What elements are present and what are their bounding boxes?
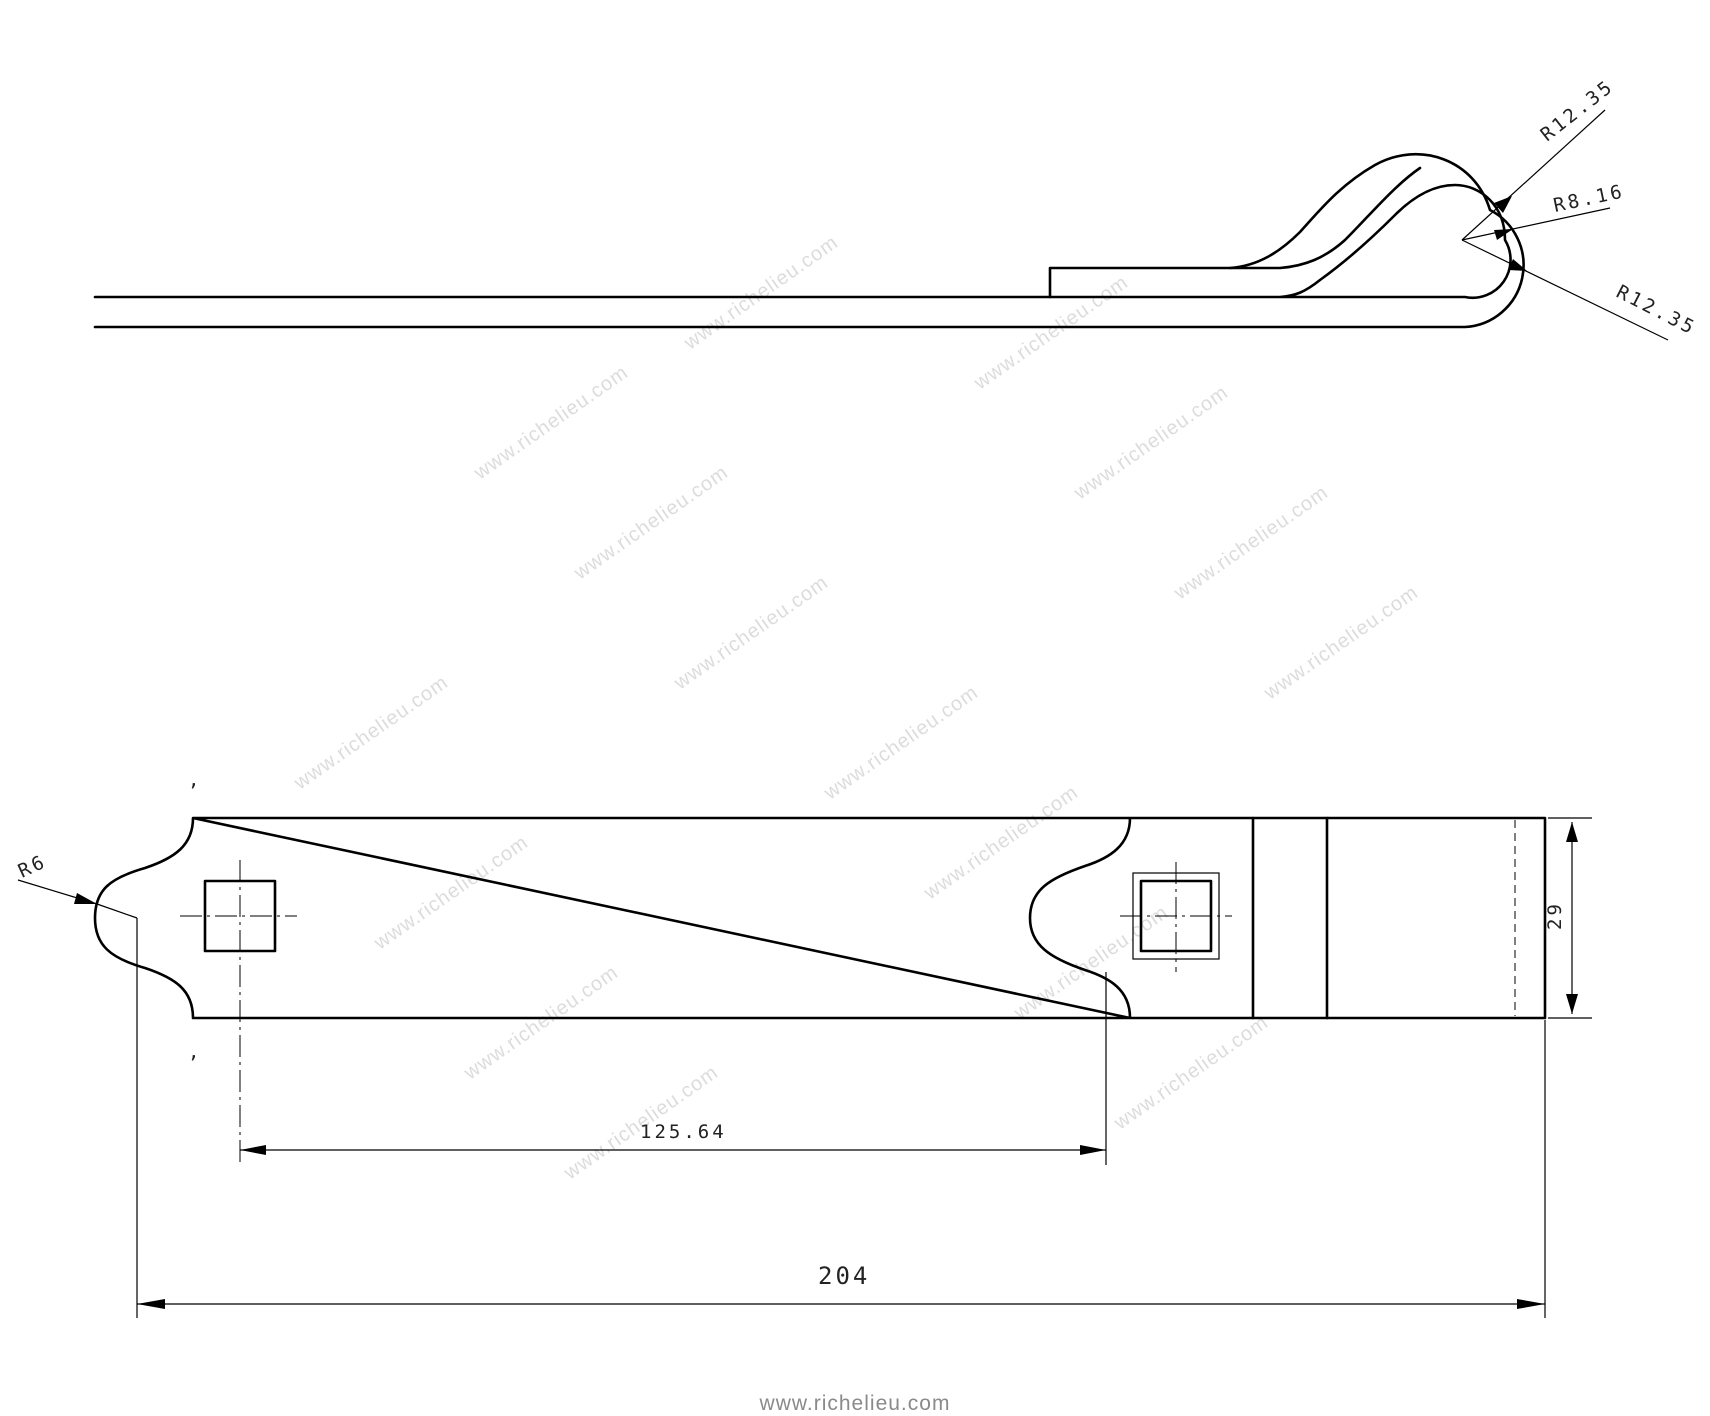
watermark: www.richelieu.com [369,831,532,954]
watermark: www.richelieu.com [469,361,632,484]
arrowhead [137,1299,165,1309]
arrowhead [1508,259,1527,271]
side-view: R12.35 R8.16 R12.35 [93,75,1700,341]
watermark: www.richelieu.com [819,681,982,804]
watermark: www.richelieu.com [1169,481,1332,604]
notch-radius-label: R6 [15,850,50,882]
strap-outer-edge [93,152,1525,329]
radius-leader-outer-top [1461,109,1606,241]
watermark: www.richelieu.com [679,231,842,354]
arrowhead [1494,229,1513,240]
strap-tab [1048,166,1422,299]
watermark: www.richelieu.com [289,671,452,794]
arrowhead [1517,1299,1545,1309]
footer-url: www.richelieu.com [759,1392,951,1415]
overall-length-label: 204 [818,1262,870,1290]
watermark: www.richelieu.com [1009,901,1172,1024]
radius-label-outer-bottom: R12.35 [1613,281,1700,340]
width-dimension-label: 29 [1544,901,1566,930]
watermark: www.richelieu.com [569,461,732,584]
plan-view: R6 , , 29 125.64 204 [15,769,1592,1318]
strap-outline [93,816,1547,1020]
corner-mark: , [188,1041,202,1063]
radius-leader-inner [1461,207,1611,241]
watermark-layer: www.richelieu.com www.richelieu.com www.… [289,231,1422,1184]
strap-inner-edge [93,183,1512,299]
arrowhead [1080,1145,1106,1155]
hole-spacing-label: 125.64 [640,1121,727,1143]
watermark: www.richelieu.com [1069,381,1232,504]
arrowhead [1494,196,1512,213]
radius-leader-outer-bottom [1461,239,1669,341]
corner-mark: , [188,769,202,791]
arrowhead [74,893,97,904]
arrowhead [1566,994,1578,1014]
watermark: www.richelieu.com [919,781,1082,904]
notch-center-mark [96,903,138,919]
watermark: www.richelieu.com [1109,1011,1272,1134]
watermark: www.richelieu.com [669,571,832,694]
watermark: www.richelieu.com [1259,581,1422,704]
radius-label-inner: R8.16 [1551,180,1626,217]
arrowhead [1566,822,1578,842]
arrowhead [240,1145,266,1155]
watermark: www.richelieu.com [459,961,622,1084]
